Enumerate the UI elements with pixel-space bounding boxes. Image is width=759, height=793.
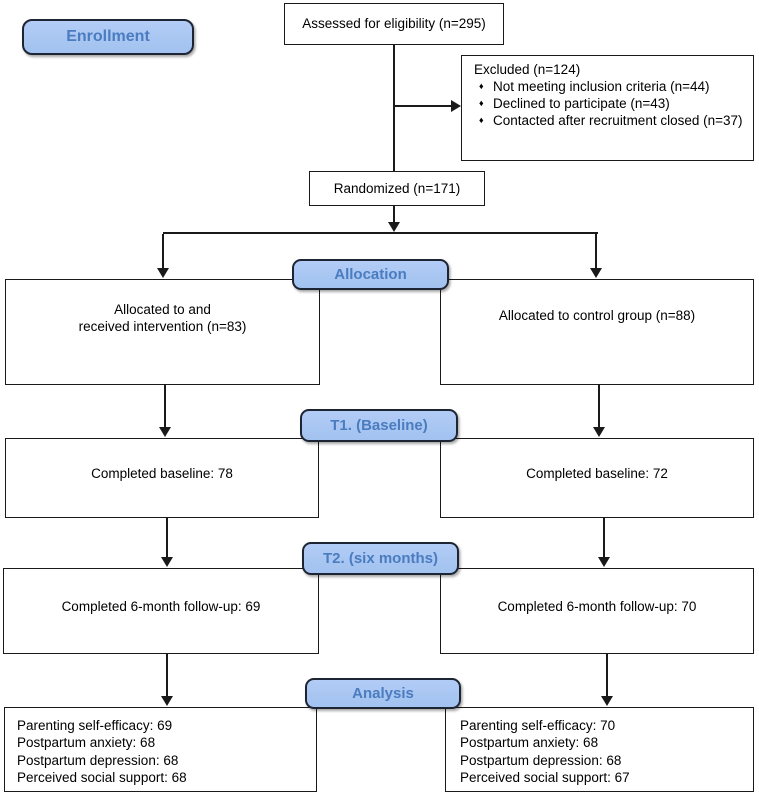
t1-control-box: Completed baseline: 72 <box>440 438 754 518</box>
excluded-item-text: Not meeting inclusion criteria (n=44) <box>493 79 710 94</box>
stage-label-t2-text: T2. (six months) <box>322 550 438 567</box>
arrowhead-analysis-left-icon <box>161 696 173 706</box>
stage-label-analysis-text: Analysis <box>352 685 414 702</box>
line-intervention-to-t1 <box>164 385 166 428</box>
diamond-bullet-icon: ♦ <box>479 115 484 125</box>
arrowhead-t1-left-icon <box>159 427 171 437</box>
split-line <box>163 232 598 234</box>
t1-intervention-box: Completed baseline: 78 <box>5 438 319 518</box>
line-t2-to-analysis-left <box>166 654 168 697</box>
analysis-intervention-line: Postpartum anxiety: 68 <box>17 735 156 751</box>
line-t1-to-t2-left <box>166 518 168 558</box>
stage-label-allocation: Allocation <box>292 259 449 290</box>
line-t1-to-t2-right <box>603 518 605 558</box>
diamond-bullet-icon: ♦ <box>479 81 484 91</box>
analysis-control-line: Parenting self-efficacy: 70 <box>460 718 616 733</box>
stage-label-analysis: Analysis <box>305 678 461 709</box>
line-to-excluded <box>394 105 451 107</box>
arrowhead-split-icon <box>388 222 400 232</box>
t2-control-box: Completed 6-month follow-up: 70 <box>440 568 754 654</box>
arrowhead-control-icon <box>590 268 602 278</box>
arrowhead-intervention-icon <box>157 268 169 278</box>
excluded-item: ♦ Not meeting inclusion criteria (n=44) <box>479 78 709 95</box>
line-t2-to-analysis-right <box>606 654 608 697</box>
line-randomized-to-split <box>393 206 395 224</box>
excluded-box: Excluded (n=124) ♦ Not meeting inclusion… <box>461 55 754 161</box>
excluded-item-text: Contacted after recruitment closed (n=37… <box>493 113 743 128</box>
line-split-to-intervention <box>162 234 164 269</box>
stage-label-enrollment: Enrollment <box>22 19 194 55</box>
t2-intervention-text: Completed 6-month follow-up: 69 <box>61 599 261 615</box>
analysis-intervention-line: Parenting self-efficacy: 69 <box>17 718 173 733</box>
stage-label-enrollment-text: Enrollment <box>66 28 150 45</box>
allocation-control-box: Allocated to control group (n=88) <box>440 279 754 385</box>
line-assessed-to-randomized <box>393 45 395 171</box>
stage-label-t2-six-months: T2. (six months) <box>302 542 459 575</box>
allocation-intervention-line2: received intervention (n=83) <box>78 319 247 334</box>
randomized-text: Randomized (n=171) <box>333 180 461 196</box>
assessed-box: Assessed for eligibility (n=295) <box>284 3 504 45</box>
arrowhead-t1-right-icon <box>593 427 605 437</box>
analysis-control-box: Parenting self-efficacy: 70 Postpartum a… <box>445 707 754 792</box>
line-control-to-t1 <box>598 385 600 428</box>
t1-intervention-text: Completed baseline: 78 <box>91 466 233 482</box>
analysis-intervention-line: Perceived social support: 68 <box>17 769 187 785</box>
excluded-item: ♦ Contacted after recruitment closed (n=… <box>479 112 743 129</box>
allocation-intervention-box: Allocated to and received intervention (… <box>5 279 320 385</box>
analysis-intervention-line: Postpartum depression: 68 <box>17 752 179 768</box>
arrowhead-excluded-icon <box>451 100 461 112</box>
allocation-control-line1: Allocated to control group (n=88) <box>498 308 696 324</box>
stage-label-allocation-text: Allocation <box>334 266 407 283</box>
t1-control-text: Completed baseline: 72 <box>526 466 668 482</box>
analysis-control-line: Postpartum anxiety: 68 <box>460 735 599 751</box>
randomized-box: Randomized (n=171) <box>309 171 485 206</box>
t2-control-text: Completed 6-month follow-up: 70 <box>497 599 697 615</box>
excluded-item: ♦ Declined to participate (n=43) <box>479 95 670 112</box>
arrowhead-t2-left-icon <box>161 557 173 567</box>
arrowhead-analysis-right-icon <box>601 696 613 706</box>
excluded-title: Excluded (n=124) <box>474 62 581 77</box>
t2-intervention-box: Completed 6-month follow-up: 69 <box>3 568 319 654</box>
analysis-intervention-box: Parenting self-efficacy: 69 Postpartum a… <box>4 707 317 792</box>
assessed-text: Assessed for eligibility (n=295) <box>302 16 486 32</box>
stage-label-t1-baseline: T1. (Baseline) <box>300 409 458 442</box>
analysis-control-line: Perceived social support: 67 <box>460 769 630 785</box>
stage-label-t1-text: T1. (Baseline) <box>330 417 428 434</box>
allocation-intervention-line1: Allocated to and <box>114 301 211 317</box>
diamond-bullet-icon: ♦ <box>479 98 484 108</box>
line-split-to-control <box>595 234 597 269</box>
excluded-item-text: Declined to participate (n=43) <box>493 96 670 111</box>
analysis-control-line: Postpartum depression: 68 <box>460 752 622 768</box>
arrowhead-t2-right-icon <box>598 557 610 567</box>
